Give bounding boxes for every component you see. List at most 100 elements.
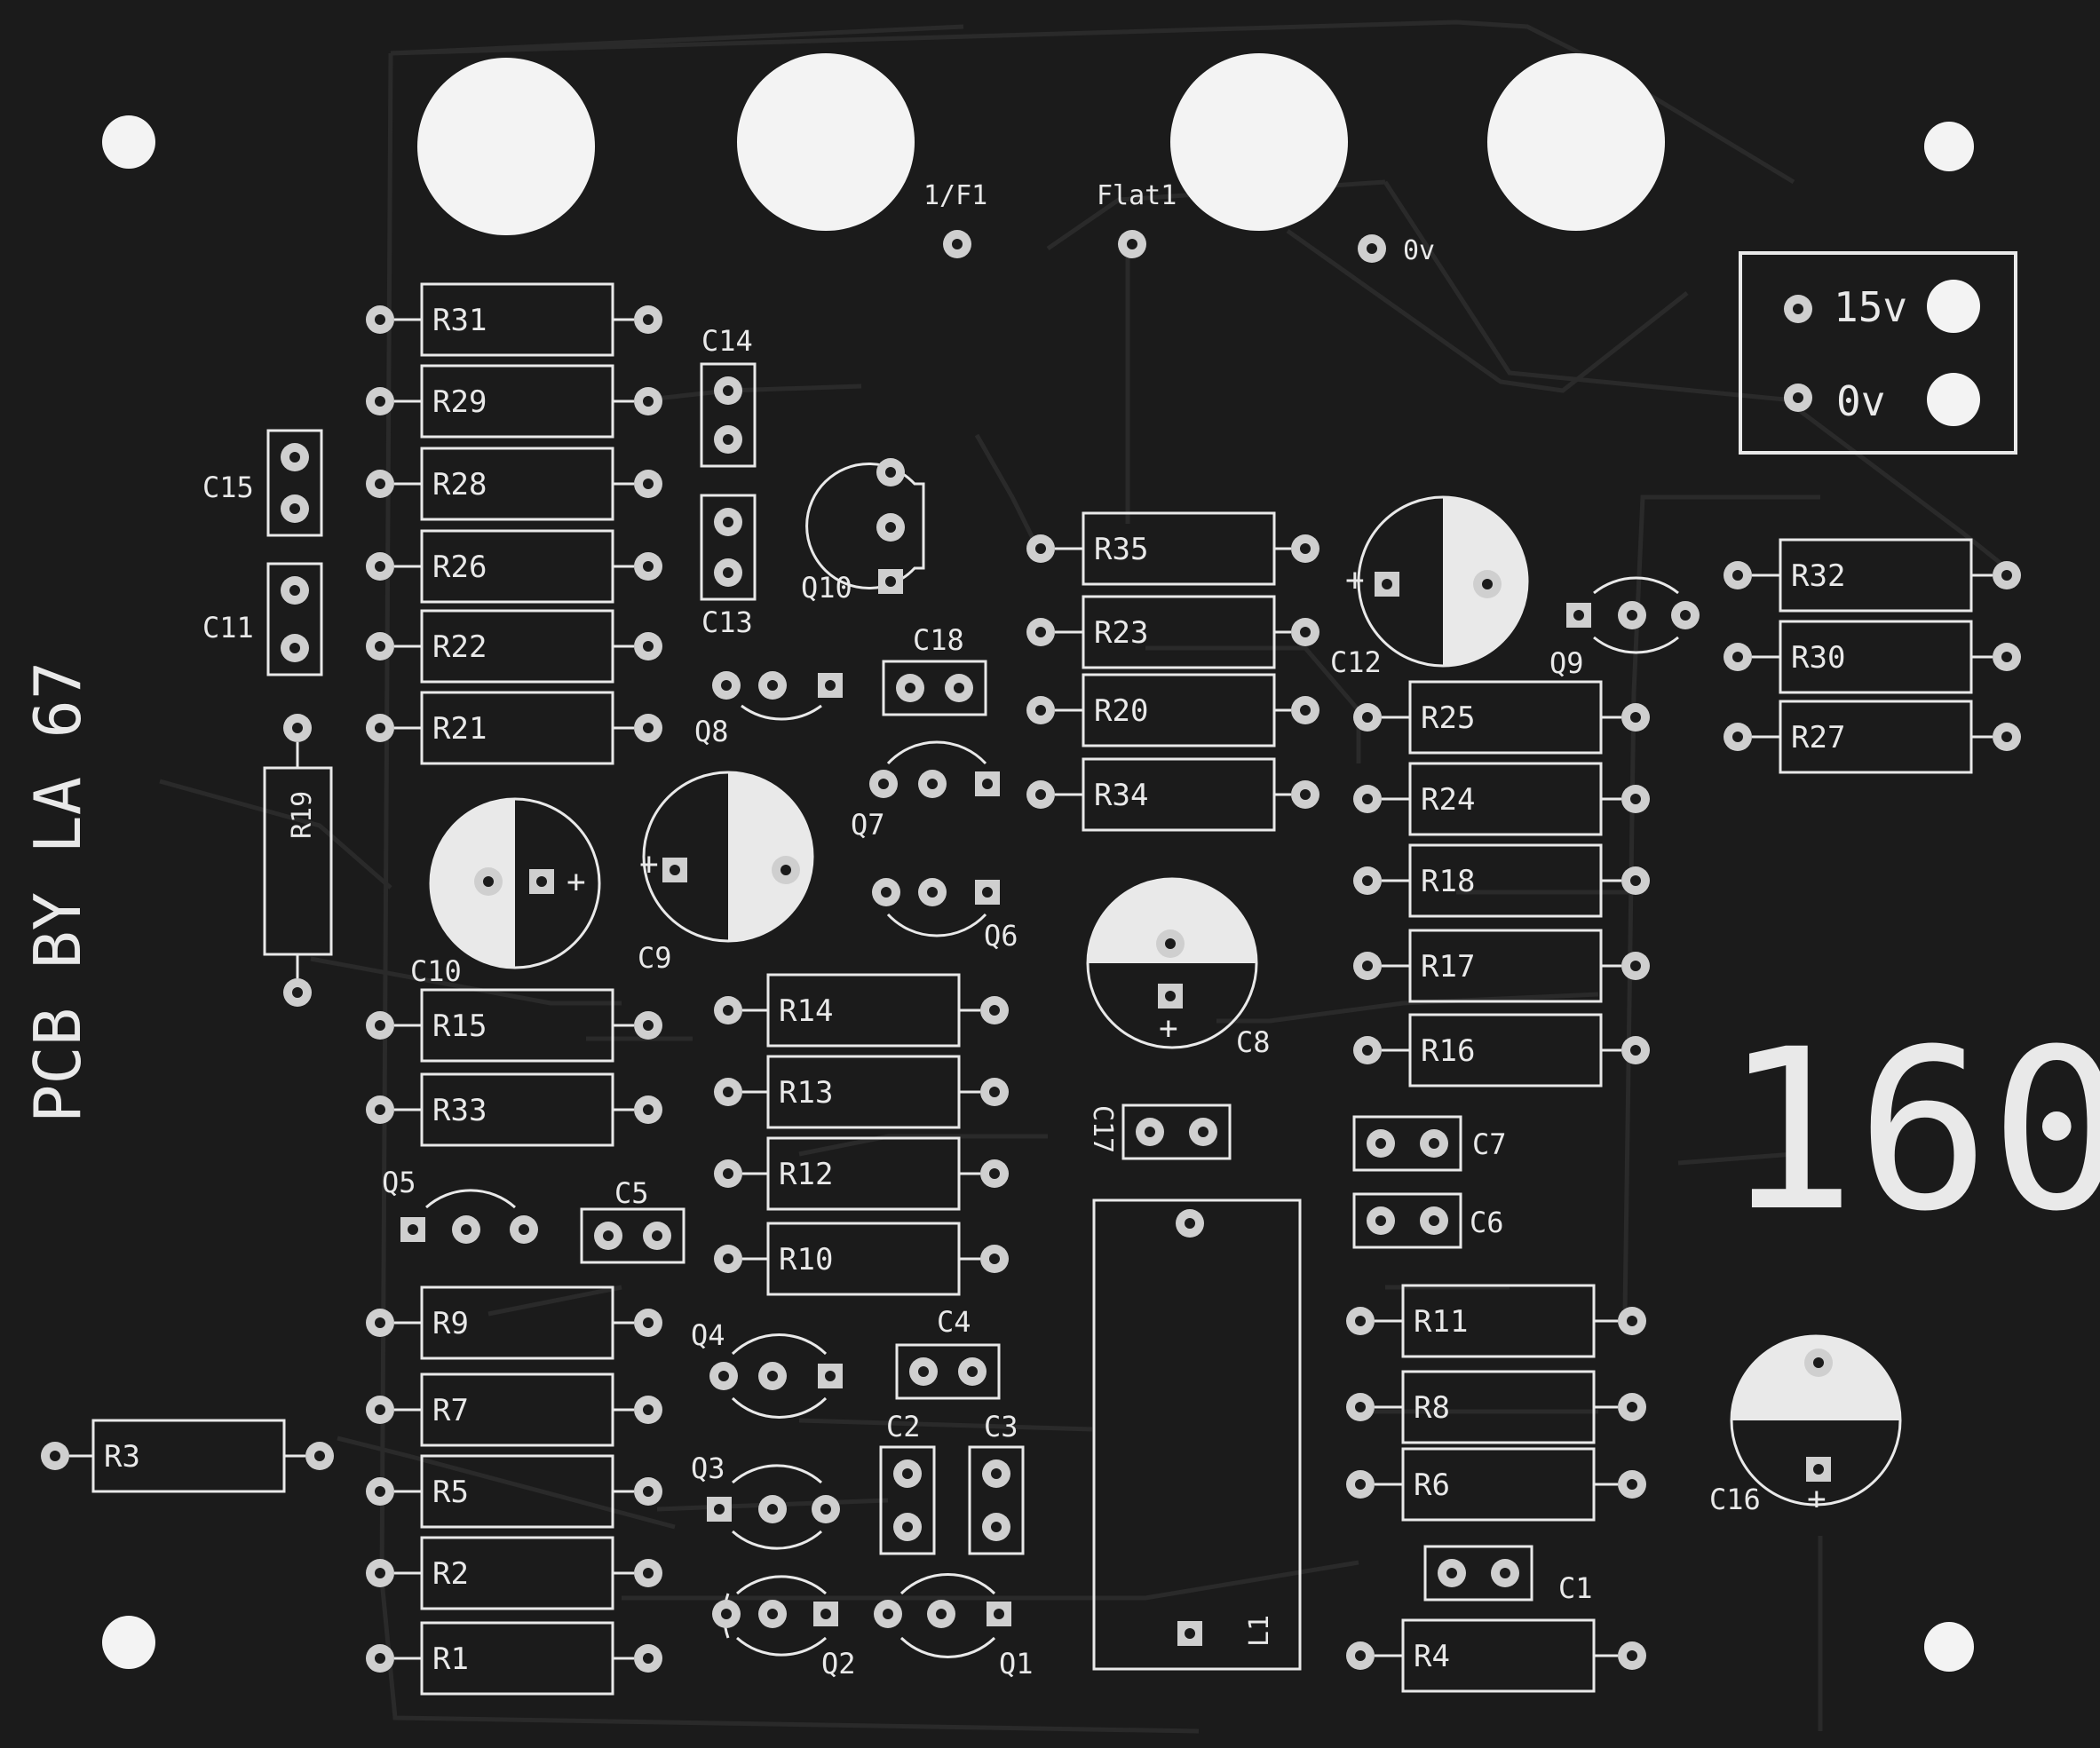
resistor-pad <box>366 1095 394 1124</box>
transistor-label: Q3 <box>691 1451 725 1485</box>
resistor-pad <box>634 632 662 660</box>
capacitor-pad <box>1189 1118 1217 1146</box>
resistor-pad <box>366 1011 394 1040</box>
mounting-hole <box>102 115 155 169</box>
resistor-pad <box>634 1011 662 1040</box>
capacitor-outline <box>882 660 987 716</box>
capacitor-outline <box>266 429 323 537</box>
trace <box>798 1418 1093 1432</box>
resistor-pad <box>1621 785 1650 813</box>
resistor-label: R21 <box>432 711 487 747</box>
resistor-pad <box>634 305 662 334</box>
resistor-label: R12 <box>779 1157 833 1192</box>
transistor-outline <box>732 1464 822 1550</box>
capacitor-outline <box>1423 1545 1533 1602</box>
power-label: 15v <box>1834 283 1907 331</box>
resistor-label: R2 <box>432 1556 469 1592</box>
resistor-label: R22 <box>432 629 487 665</box>
resistor-label: R9 <box>432 1306 469 1341</box>
capacitor-pad <box>594 1222 622 1250</box>
resistor-pad <box>634 1095 662 1124</box>
jack-hole <box>417 58 595 235</box>
trace <box>1145 645 1361 763</box>
resistor-label: R8 <box>1414 1390 1450 1426</box>
resistor-label: R16 <box>1421 1033 1475 1069</box>
resistor-label: R13 <box>779 1075 833 1111</box>
connector-label: 1/F1 <box>923 180 987 211</box>
capacitor-pad <box>1420 1206 1448 1235</box>
transistor-outline <box>731 1333 828 1419</box>
capacitor-outline <box>895 1343 1001 1400</box>
capacitor-outline <box>1121 1103 1232 1160</box>
resistor-label: R11 <box>1414 1304 1468 1340</box>
mounting-hole <box>102 1616 155 1669</box>
resistor-pad <box>1621 1036 1650 1064</box>
trace <box>390 24 964 56</box>
transistor-pad <box>975 771 1000 796</box>
resistor-label: R32 <box>1791 558 1845 594</box>
resistor-pad <box>980 1078 1009 1106</box>
resistor-pad <box>980 996 1009 1024</box>
resistor-pad <box>1026 696 1055 724</box>
resistor-pad <box>366 1644 394 1673</box>
resistor-pad <box>366 1477 394 1506</box>
capacitor-outline <box>700 494 757 601</box>
trace <box>159 779 392 890</box>
capacitor-pad <box>281 443 309 471</box>
polarity-mark: + <box>639 846 659 882</box>
electrolytic-stripe <box>431 799 515 968</box>
inductor-pad <box>1176 1209 1204 1238</box>
electrolytic-label: C8 <box>1236 1025 1271 1059</box>
trace <box>1383 180 1786 402</box>
electrolytic-stripe <box>1732 1336 1900 1420</box>
resistor-pad <box>1621 952 1650 980</box>
resistor-pad <box>366 714 394 742</box>
connector-pad <box>1358 234 1386 263</box>
capacitor-pad <box>909 1357 938 1386</box>
resistor-label: R19 <box>287 791 318 839</box>
trace <box>1677 1151 1795 1166</box>
resistor-label: R5 <box>432 1475 469 1510</box>
connector-label: 0v <box>1403 235 1435 266</box>
resistor-label: R14 <box>779 993 833 1029</box>
capacitor-outline <box>700 362 757 468</box>
resistor-pad <box>283 978 312 1007</box>
transistor-pad <box>707 1497 732 1522</box>
resistor-label: R4 <box>1414 1639 1450 1674</box>
resistor-pad <box>1026 618 1055 646</box>
electrolytic-label: C12 <box>1330 645 1382 679</box>
electrolytic-stripe <box>1088 879 1256 963</box>
resistor-pad <box>1026 534 1055 563</box>
connector-pad <box>1118 230 1146 258</box>
resistor-pad <box>366 632 394 660</box>
transistor-pad <box>712 1600 741 1628</box>
resistor-label: R33 <box>432 1093 487 1128</box>
capacitor-pad <box>1136 1118 1164 1146</box>
transistor-pad <box>510 1215 538 1244</box>
polarity-mark: + <box>1159 1010 1178 1047</box>
transistor-pad <box>712 671 741 700</box>
jack-hole <box>737 53 915 231</box>
resistor-label: R15 <box>432 1008 487 1044</box>
capacitor-pad <box>893 1513 922 1541</box>
transistor-outline <box>1593 576 1679 654</box>
transistor-pad <box>1618 601 1646 629</box>
resistor-pad <box>1291 618 1319 646</box>
resistor-label: R27 <box>1791 720 1845 755</box>
trace <box>310 956 622 1006</box>
resistor-pad <box>980 1159 1009 1188</box>
capacitor-label: C2 <box>886 1410 921 1443</box>
transistor-pad <box>987 1602 1011 1626</box>
transistor-label: Q1 <box>999 1647 1034 1681</box>
mounting-hole <box>1924 1622 1974 1672</box>
resistor-label: R17 <box>1421 949 1475 985</box>
resistor-label: R26 <box>432 550 487 585</box>
capacitor-pad <box>281 576 309 605</box>
capacitor-pad <box>896 674 924 702</box>
resistor-pad <box>634 387 662 415</box>
resistor-pad <box>634 714 662 742</box>
resistor-pad <box>1724 643 1752 671</box>
resistor-pad <box>1346 1641 1375 1670</box>
capacitor-outline <box>879 1445 936 1555</box>
